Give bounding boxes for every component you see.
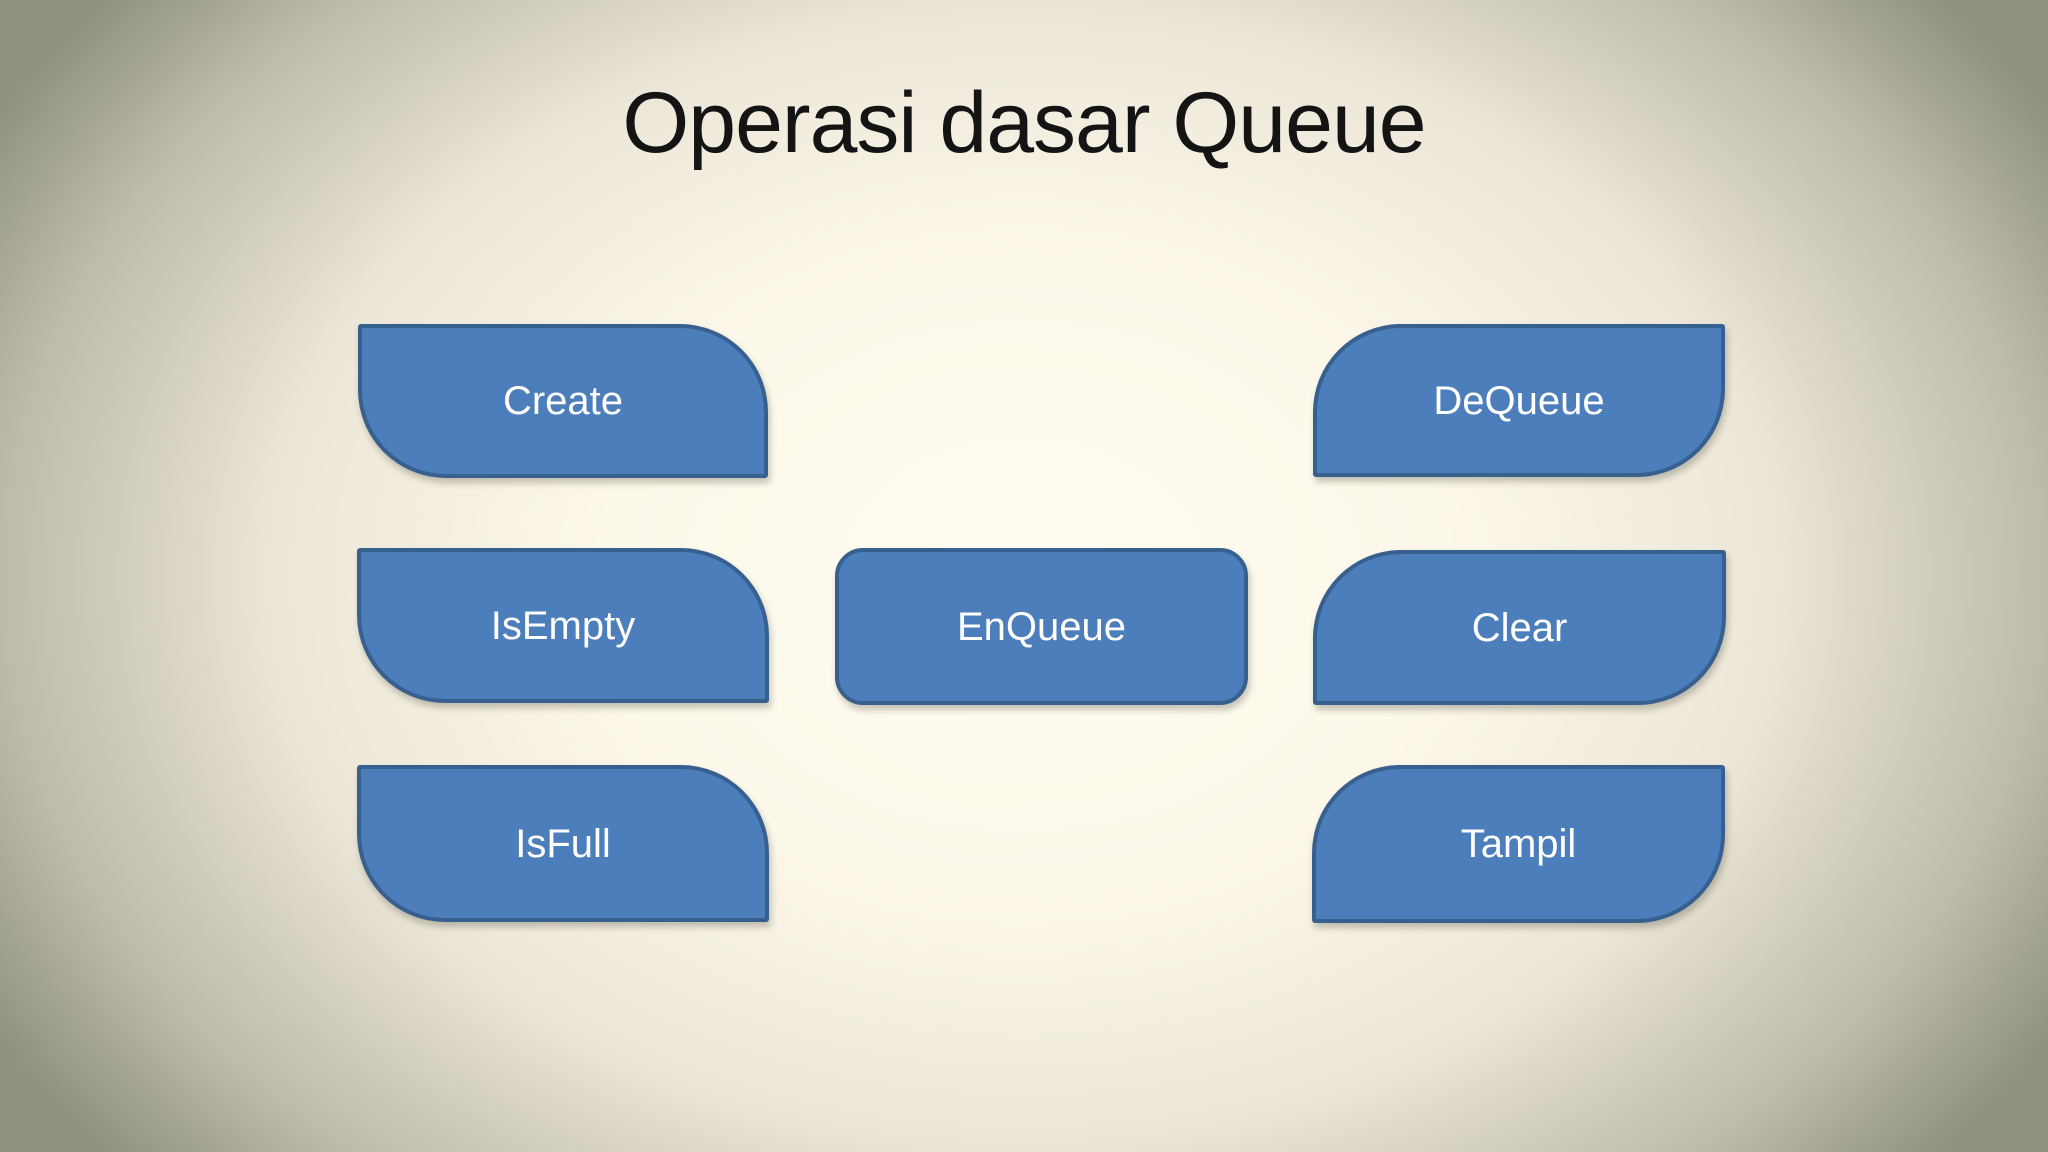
shape-tampil: Tampil bbox=[1312, 765, 1725, 923]
shape-label: EnQueue bbox=[956, 604, 1127, 649]
shape-enqueue: EnQueue bbox=[835, 548, 1248, 705]
shape-create: Create bbox=[358, 324, 768, 478]
shape-isempty: IsEmpty bbox=[357, 548, 769, 703]
shape-dequeue: DeQueue bbox=[1313, 324, 1725, 477]
shape-label: Tampil bbox=[1460, 822, 1577, 866]
shape-isfull: IsFull bbox=[357, 765, 769, 922]
shape-clear: Clear bbox=[1313, 550, 1726, 705]
slide-title: Operasi dasar Queue bbox=[622, 75, 1426, 171]
shape-label: Create bbox=[502, 379, 624, 423]
shape-label: Clear bbox=[1471, 605, 1568, 650]
shape-label: IsEmpty bbox=[490, 603, 636, 648]
shape-label: IsFull bbox=[515, 821, 611, 866]
shape-label: DeQueue bbox=[1433, 378, 1605, 423]
